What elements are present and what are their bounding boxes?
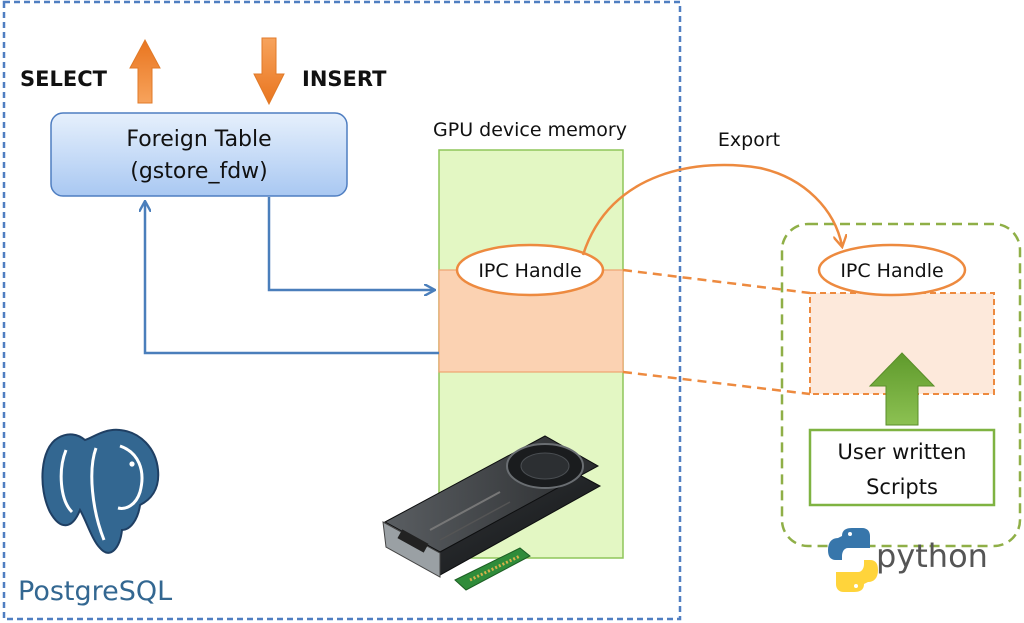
mapping-line-top xyxy=(622,268,811,295)
user-scripts-line2: Scripts xyxy=(866,475,938,499)
insert-label: INSERT xyxy=(302,67,387,91)
python-logo-text: python xyxy=(876,537,988,575)
select-flow-arrow xyxy=(145,202,439,355)
script-access-arrow-icon xyxy=(868,352,936,426)
user-scripts-box: User written Scripts xyxy=(808,428,996,507)
insert-arrow-icon xyxy=(253,37,285,106)
user-scripts-line1: User written xyxy=(838,440,967,464)
python-snakes-icon xyxy=(828,528,878,592)
foreign-table-title: Foreign Table xyxy=(126,127,271,152)
foreign-table-box: Foreign Table (gstore_fdw) xyxy=(50,112,348,197)
postgresql-logo-text: PostgreSQL xyxy=(18,576,172,607)
select-arrow-icon xyxy=(129,38,161,104)
ipc-handle-gpu: IPC Handle xyxy=(455,243,605,297)
postgresql-boundary xyxy=(2,0,682,621)
select-label: SELECT xyxy=(20,67,108,91)
gpu-memory-label: GPU device memory xyxy=(433,119,627,141)
ipc-handle-python-label: IPC Handle xyxy=(840,260,943,282)
export-label: Export xyxy=(718,129,780,151)
ipc-handle-python: IPC Handle xyxy=(817,243,967,297)
elephant-icon xyxy=(41,428,160,554)
insert-flow-arrow xyxy=(267,197,434,290)
export-arrow xyxy=(581,163,842,256)
python-boundary xyxy=(780,222,1022,548)
foreign-table-subtitle: (gstore_fdw) xyxy=(130,159,267,184)
gpu-card-icon xyxy=(382,435,602,591)
mapping-line-bottom xyxy=(622,370,811,396)
ipc-handle-gpu-label: IPC Handle xyxy=(478,260,581,282)
